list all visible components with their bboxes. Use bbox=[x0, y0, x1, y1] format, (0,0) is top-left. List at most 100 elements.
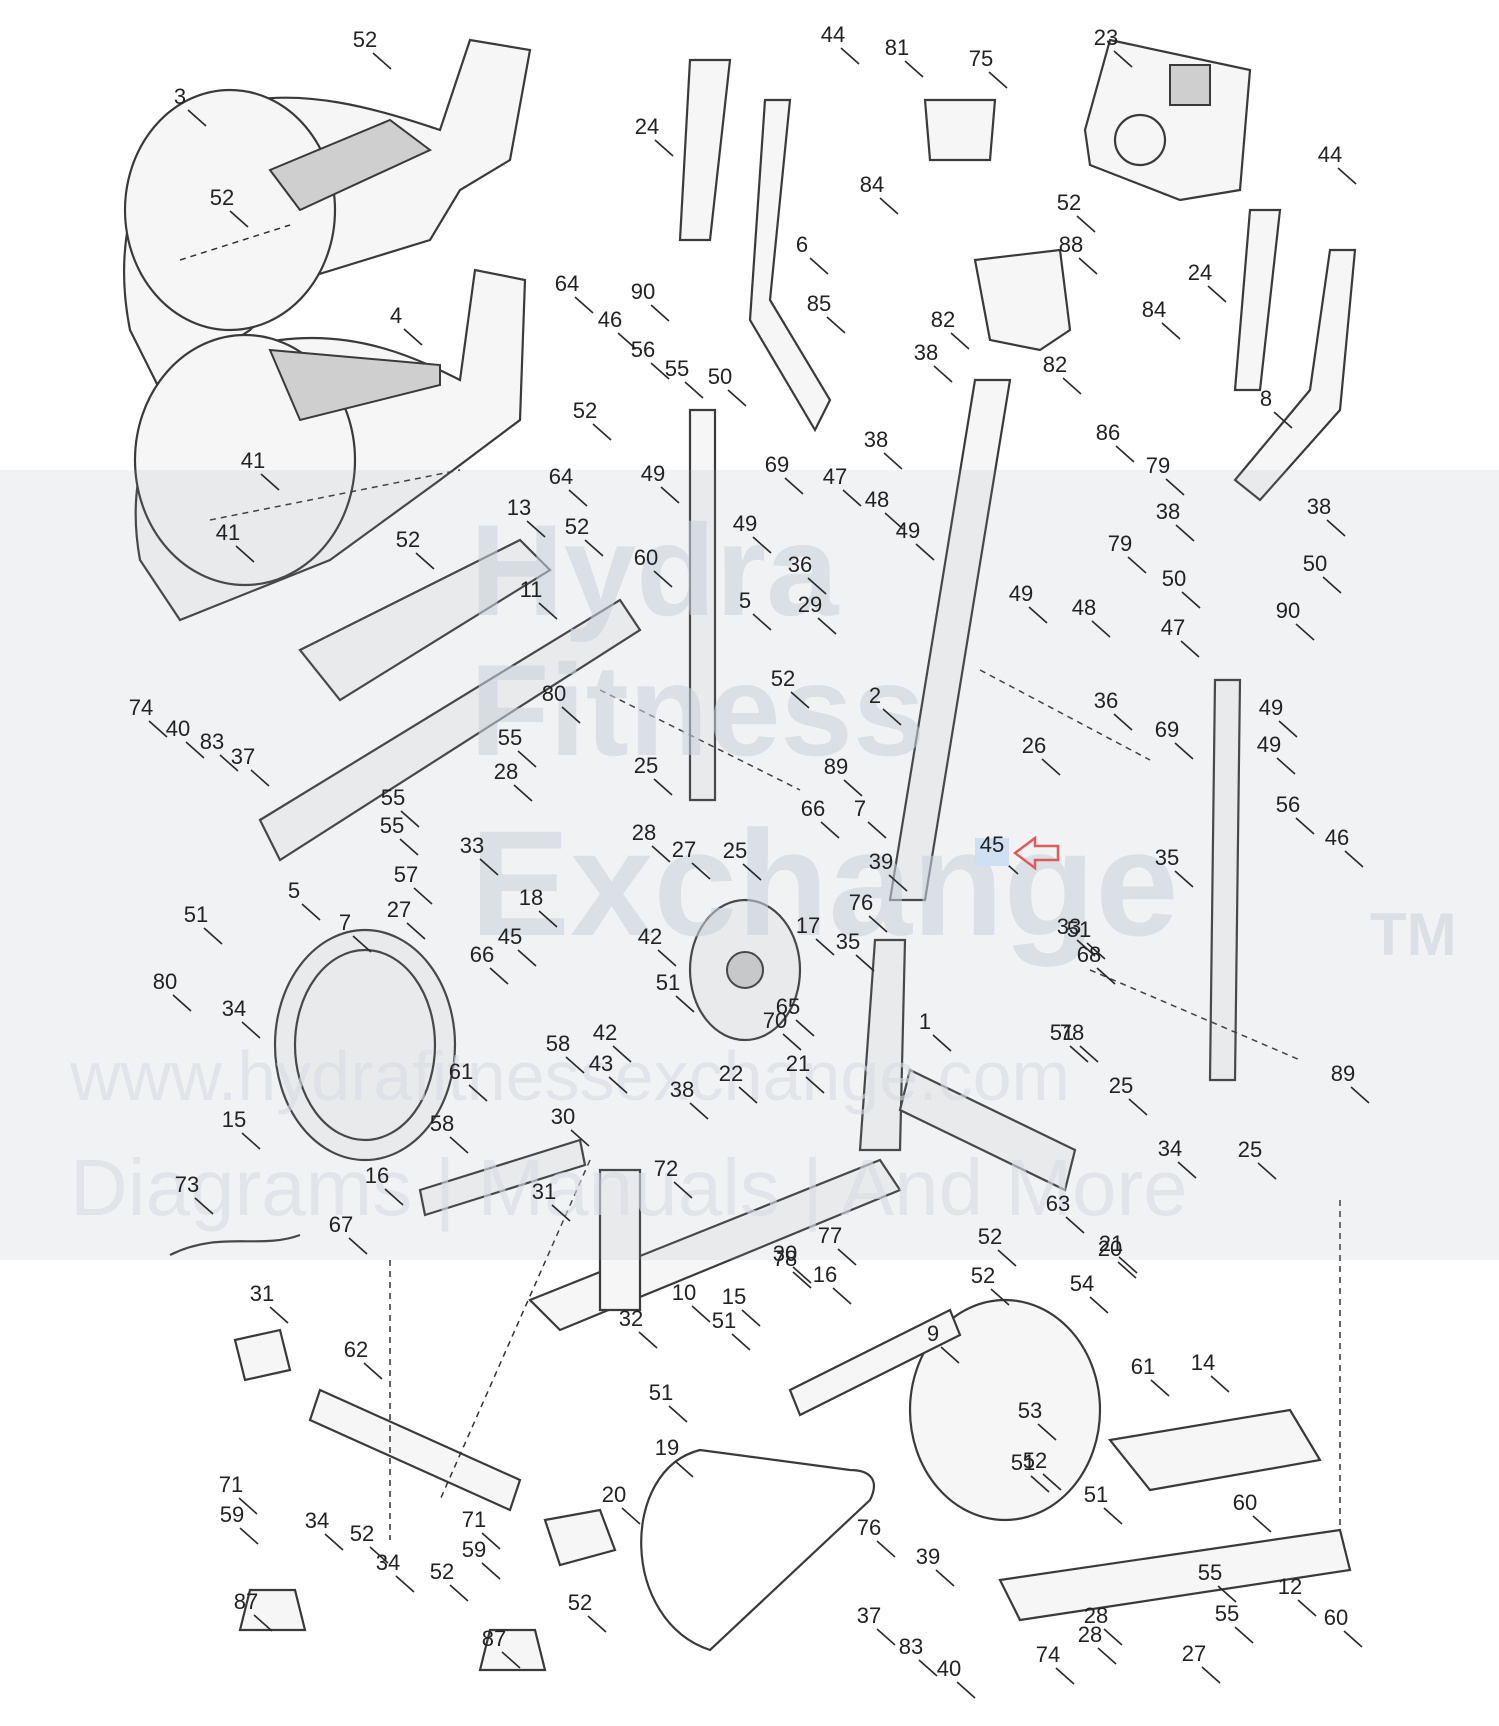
callout-label-86: 86 bbox=[1096, 420, 1120, 445]
callout-label-20: 20 bbox=[602, 1482, 626, 1507]
callout-leader-73 bbox=[194, 1197, 214, 1215]
callout-label-40: 40 bbox=[166, 716, 190, 741]
callout-leader-12 bbox=[1297, 1599, 1317, 1617]
callout-label-25: 25 bbox=[634, 753, 658, 778]
callout-label-59: 59 bbox=[220, 1502, 244, 1527]
callout-leader-30 bbox=[570, 1129, 590, 1147]
callout-leader-31 bbox=[269, 1306, 289, 1324]
callout-label-31: 31 bbox=[250, 1281, 274, 1306]
callout-leader-11 bbox=[538, 602, 558, 620]
callout-leader-66 bbox=[489, 967, 509, 985]
callout-label-84: 84 bbox=[860, 172, 884, 197]
callout-label-27: 27 bbox=[387, 897, 411, 922]
callout-leader-lines bbox=[148, 47, 1370, 1699]
callout-leader-49 bbox=[1278, 720, 1298, 738]
callout-label-15: 15 bbox=[722, 1284, 746, 1309]
callout-leader-51 bbox=[1069, 1045, 1089, 1063]
callout-leader-84 bbox=[879, 197, 899, 215]
callout-label-42: 42 bbox=[593, 1020, 617, 1045]
callout-leader-55 bbox=[399, 838, 419, 856]
callout-leader-52 bbox=[584, 539, 604, 557]
callout-leader-74 bbox=[148, 720, 168, 738]
watermark-band bbox=[0, 470, 1499, 1260]
callout-label-55: 55 bbox=[380, 813, 404, 838]
callout-label-52: 52 bbox=[573, 398, 597, 423]
callout-label-26: 26 bbox=[1022, 733, 1046, 758]
callout-leader-40 bbox=[185, 741, 205, 759]
callout-label-51: 51 bbox=[649, 1380, 673, 1405]
callout-label-74: 74 bbox=[129, 695, 153, 720]
callout-leader-35 bbox=[1174, 870, 1194, 888]
callout-leader-37 bbox=[876, 1628, 896, 1646]
callout-label-47: 47 bbox=[1161, 615, 1185, 640]
callout-label-90: 90 bbox=[1276, 598, 1300, 623]
callout-leader-85 bbox=[826, 316, 846, 334]
callout-label-32: 32 bbox=[619, 1306, 643, 1331]
callout-leader-83 bbox=[918, 1659, 938, 1677]
callout-label-45: 45 bbox=[980, 832, 1004, 857]
callout-label-45: 45 bbox=[498, 924, 522, 949]
callout-label-55: 55 bbox=[1215, 1601, 1239, 1626]
callout-leader-38 bbox=[689, 1102, 709, 1120]
callout-label-11: 11 bbox=[520, 577, 543, 602]
callout-leader-89 bbox=[843, 779, 863, 797]
callout-label-82: 82 bbox=[1043, 352, 1067, 377]
callout-leader-16 bbox=[384, 1188, 404, 1206]
callout-label-36: 36 bbox=[1094, 688, 1118, 713]
callout-label-77: 77 bbox=[818, 1223, 842, 1248]
callout-leader-77 bbox=[837, 1248, 857, 1266]
callout-label-40: 40 bbox=[937, 1656, 961, 1681]
callout-leader-52 bbox=[369, 1546, 389, 1564]
callout-leader-33 bbox=[1076, 939, 1096, 957]
callout-label-76: 76 bbox=[849, 890, 873, 915]
callout-leader-86 bbox=[1115, 445, 1135, 463]
callout-label-38: 38 bbox=[670, 1077, 694, 1102]
callout-label-20: 20 bbox=[1098, 1236, 1122, 1261]
callout-leader-18 bbox=[538, 910, 558, 928]
callout-leader-74 bbox=[1055, 1667, 1075, 1685]
callout-label-64: 64 bbox=[555, 271, 579, 296]
callout-label-52: 52 bbox=[1057, 190, 1081, 215]
callout-leader-55 bbox=[684, 381, 704, 399]
callout-leader-22 bbox=[738, 1086, 758, 1104]
callout-label-24: 24 bbox=[1188, 260, 1212, 285]
callout-leader-71 bbox=[481, 1532, 501, 1550]
callout-label-39: 39 bbox=[869, 849, 893, 874]
callout-leader-42 bbox=[657, 949, 677, 967]
watermark: Hydra Fitness Exchange TM www.hydrafitne… bbox=[0, 470, 1499, 1260]
callout-leader-52 bbox=[790, 691, 810, 709]
callout-label-66: 66 bbox=[801, 796, 825, 821]
callout-leader-49 bbox=[1276, 757, 1296, 775]
callout-label-33: 33 bbox=[1057, 914, 1081, 939]
callout-leader-2 bbox=[882, 708, 902, 726]
callout-leader-10 bbox=[691, 1305, 711, 1323]
callout-leader-29 bbox=[817, 617, 837, 635]
callout-label-5: 5 bbox=[288, 878, 300, 903]
callout-leader-70 bbox=[782, 1033, 802, 1051]
callout-label-30: 30 bbox=[773, 1241, 797, 1266]
callout-label-55: 55 bbox=[498, 725, 522, 750]
callout-leader-28 bbox=[1097, 1647, 1117, 1665]
callout-leader-90 bbox=[650, 304, 670, 322]
callout-label-83: 83 bbox=[200, 729, 224, 754]
callout-leader-7 bbox=[867, 821, 887, 839]
callout-label-44: 44 bbox=[1318, 142, 1342, 167]
callout-leader-25 bbox=[742, 863, 762, 881]
callout-label-49: 49 bbox=[1259, 695, 1283, 720]
callout-label-51: 51 bbox=[656, 970, 680, 995]
callout-leader-53 bbox=[1037, 1423, 1057, 1441]
callout-label-61: 61 bbox=[449, 1059, 473, 1084]
callout-label-52: 52 bbox=[396, 527, 420, 552]
callout-leader-87 bbox=[501, 1651, 521, 1669]
callout-leader-54 bbox=[1089, 1296, 1109, 1314]
callout-leader-36 bbox=[1113, 713, 1133, 731]
callout-label-8: 8 bbox=[1260, 386, 1272, 411]
callout-label-87: 87 bbox=[482, 1626, 506, 1651]
callout-leader-49 bbox=[1028, 606, 1048, 624]
callout-label-52: 52 bbox=[568, 1590, 592, 1615]
callout-label-35: 35 bbox=[1155, 845, 1179, 870]
callout-leader-28 bbox=[513, 784, 533, 802]
callout-leader-90 bbox=[1295, 623, 1315, 641]
callout-leader-21 bbox=[805, 1076, 825, 1094]
callout-leader-80 bbox=[172, 994, 192, 1012]
